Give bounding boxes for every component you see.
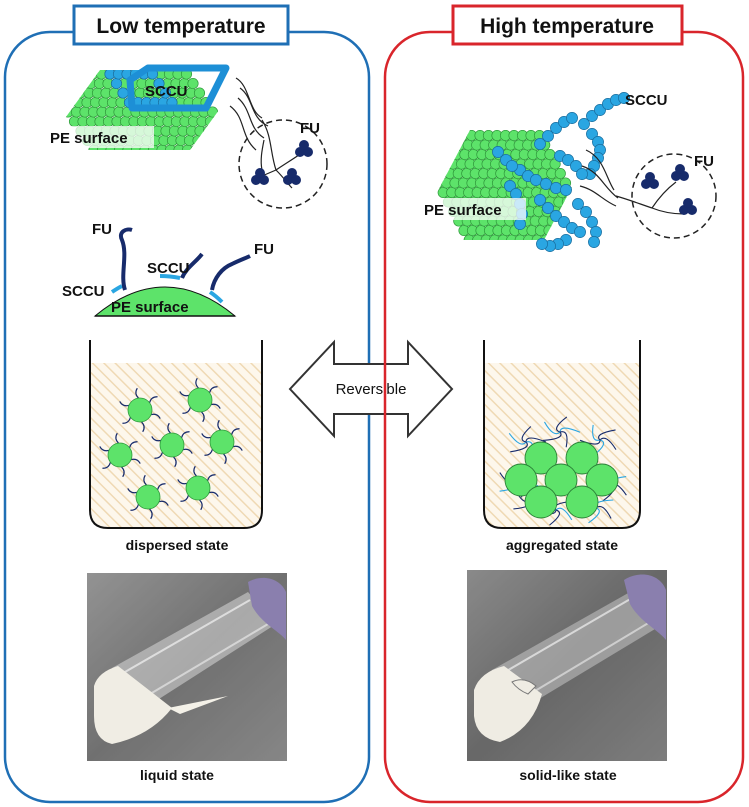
particle-sccu-left-label: SCCU bbox=[62, 283, 105, 300]
dispersed-state-caption: dispersed state bbox=[126, 537, 229, 553]
fu-clusters-right bbox=[641, 164, 697, 215]
particle-schematic-left: FU FU SCCU SCCU PE surface bbox=[62, 221, 274, 317]
fu-label-right: FU bbox=[694, 153, 714, 170]
solid-like-state-caption: solid-like state bbox=[519, 767, 616, 783]
fu-clusters-left bbox=[251, 140, 313, 185]
fu-circle-right bbox=[631, 153, 717, 239]
particle-sccu-mid-label: SCCU bbox=[147, 260, 190, 277]
high-temperature-title: High temperature bbox=[480, 15, 654, 38]
particle-surface-label: PE surface bbox=[111, 299, 189, 316]
polymer-chains-left bbox=[229, 77, 307, 189]
low-temperature-title-box bbox=[72, 4, 290, 46]
low-temperature-title: Low temperature bbox=[96, 15, 265, 38]
polymer-chains-right bbox=[579, 149, 685, 215]
high-temperature-title-box bbox=[451, 4, 684, 46]
liquid-state-caption: liquid state bbox=[140, 767, 214, 783]
sccu-label-right: SCCU bbox=[625, 92, 668, 109]
fu-circle-left bbox=[238, 119, 328, 209]
pe-surface-label-right: PE surface bbox=[424, 202, 502, 219]
pe-surface-label-left: PE surface bbox=[50, 130, 128, 147]
fu-label-left: FU bbox=[300, 120, 320, 137]
particle-fu-left-label: FU bbox=[92, 221, 112, 238]
sccu-region-left bbox=[126, 64, 230, 112]
reversible-label: Reversible bbox=[336, 381, 407, 398]
sccu-label-left: SCCU bbox=[145, 83, 188, 100]
beaker-dispersed bbox=[89, 340, 263, 529]
vial-photo-solid-like bbox=[467, 570, 667, 761]
particle-fu-right-label: FU bbox=[254, 241, 274, 258]
aggregated-state-caption: aggregated state bbox=[506, 537, 618, 553]
vial-photo-liquid bbox=[87, 573, 287, 761]
beaker-aggregated bbox=[483, 340, 641, 529]
reversible-double-arrow bbox=[288, 339, 454, 439]
sccu-chains-right bbox=[492, 92, 630, 252]
